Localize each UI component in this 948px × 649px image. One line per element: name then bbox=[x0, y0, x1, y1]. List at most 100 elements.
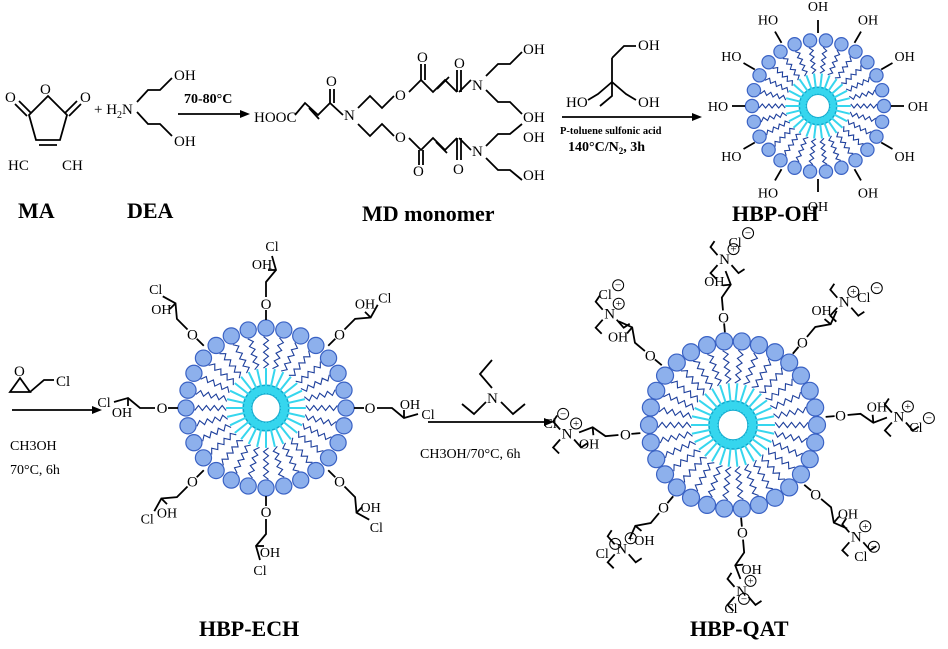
dendrimer-spoke bbox=[691, 415, 719, 423]
dendrimer-chain bbox=[282, 442, 300, 472]
hbp-ech-ether-o: O bbox=[334, 475, 345, 491]
hbp-qat-ethyl bbox=[829, 283, 838, 299]
dendrimer-sphere bbox=[697, 495, 717, 514]
dendrimer-sphere bbox=[239, 477, 257, 495]
dendrimer-chain bbox=[693, 360, 713, 391]
hbp-oh-terminal-oh: HO bbox=[721, 150, 741, 165]
dendrimer-spoke bbox=[826, 83, 844, 99]
dendrimer-sphere bbox=[765, 343, 785, 362]
dendrimer-sphere bbox=[319, 449, 338, 467]
hbp-qat-oh-bond bbox=[634, 525, 643, 532]
dendrimer-chain bbox=[208, 363, 234, 386]
dendrimer-spoke bbox=[785, 97, 807, 105]
dendrimer-spoke bbox=[698, 433, 722, 451]
hbp-ech-cl: Cl bbox=[149, 283, 162, 298]
dendrimer-sphere bbox=[715, 499, 734, 518]
hbp-oh-terminal-oh: OH bbox=[894, 150, 914, 165]
dendrimer-spoke bbox=[234, 382, 256, 400]
dendrimer-chain bbox=[849, 111, 877, 123]
hbp-qat-plus-badge bbox=[847, 285, 860, 298]
dendrimer-sphere bbox=[275, 477, 293, 495]
dendrimer-chain bbox=[232, 344, 250, 374]
dendrimer-chain bbox=[722, 466, 732, 501]
hbp-qat-oh-bond bbox=[871, 414, 875, 423]
condition-step4: CH3OH/70°C, 6h bbox=[420, 447, 521, 462]
dea-amine-label: + H2N bbox=[94, 102, 133, 121]
dendrimer-sphere bbox=[319, 349, 338, 367]
hbp-qat-oh-bond bbox=[722, 283, 731, 287]
dendrimer-spoke bbox=[733, 439, 739, 467]
hbp-qat-ethyl bbox=[628, 553, 643, 564]
hbp-qat-dendrimer: OOHN+Cl−OOHN+Cl−OOHN+Cl−OOHN+Cl−OOHN+Cl−… bbox=[544, 227, 935, 617]
dendrimer-sphere bbox=[807, 415, 827, 435]
dendrimer-sphere bbox=[697, 336, 717, 355]
dendrimer-sphere bbox=[715, 332, 734, 351]
hbp-qat-cl: Cl bbox=[857, 291, 870, 306]
dendrimer-chain bbox=[262, 447, 270, 480]
dendrimer-spoke bbox=[742, 393, 762, 415]
hbp-qat-cl: Cl bbox=[596, 547, 609, 562]
hbp-qat-n: N bbox=[562, 426, 573, 442]
dendrimer-sphere bbox=[787, 160, 802, 175]
hbp-oh-terminal-oh: OH bbox=[894, 50, 914, 65]
hbp-qat-ethyl bbox=[841, 517, 850, 533]
hbp-qat-plus-badge bbox=[727, 243, 740, 256]
hbp-qat-n: N bbox=[839, 295, 850, 311]
hbp-qat-ethyl bbox=[841, 541, 850, 557]
hbp-qat-bond bbox=[666, 495, 674, 504]
dendrimer-chain bbox=[300, 374, 330, 392]
dendrimer-chain bbox=[195, 389, 228, 402]
dendrimer-chain bbox=[290, 437, 313, 463]
dendrimer-chain bbox=[722, 350, 732, 384]
hbp-qat-ethyl bbox=[905, 421, 920, 432]
dendrimer-spoke bbox=[739, 388, 755, 413]
dendrimer-spoke bbox=[278, 413, 303, 427]
dendrimer-spoke bbox=[229, 413, 254, 427]
hbp-qat-oh: OH bbox=[608, 330, 628, 345]
md-oh-3: OH bbox=[523, 130, 545, 146]
dendrimer-chain bbox=[836, 131, 854, 154]
dendrimer-chain bbox=[262, 336, 270, 369]
dendrimer-chain bbox=[759, 89, 787, 101]
dendrimer-sphere bbox=[860, 142, 875, 157]
dendrimer-chain bbox=[295, 361, 321, 384]
dendrimer-sphere bbox=[337, 399, 355, 417]
hbp-oh-bond bbox=[743, 141, 756, 150]
hbp-oh-terminal-oh: HO bbox=[708, 100, 728, 115]
dendrimer-chain bbox=[302, 422, 332, 441]
compound-label-hbp-qat: HBP-QAT bbox=[690, 616, 789, 641]
dendrimer-sphere bbox=[257, 319, 275, 337]
hbp-qat-oh-bond bbox=[591, 427, 595, 436]
dendrimer-spoke bbox=[271, 371, 285, 396]
dendrimer-spoke bbox=[247, 371, 261, 396]
hbp-ech-oh: OH bbox=[355, 297, 375, 312]
dendrimer-sphere bbox=[746, 114, 762, 130]
dendrimer-spoke bbox=[821, 75, 831, 96]
dendrimer-spoke bbox=[747, 415, 775, 423]
dendrimer-spoke bbox=[823, 115, 838, 134]
compound-label-ma: MA bbox=[18, 198, 55, 223]
dendrimer-sphere bbox=[207, 461, 225, 480]
dendrimer-chain bbox=[753, 459, 773, 490]
dendrimer-core-inner bbox=[717, 409, 749, 441]
hbp-ech-cl: Cl bbox=[141, 512, 154, 527]
hbp-qat-oh: OH bbox=[838, 508, 858, 523]
hbp-ech-chain bbox=[153, 485, 189, 512]
hbp-qat-minus-badge bbox=[612, 279, 625, 292]
hbp-oh-terminal-oh: OH bbox=[858, 13, 878, 28]
hbp-qat-ethyl bbox=[850, 307, 865, 317]
hbp-qat-plus-badge bbox=[612, 297, 625, 310]
dendrimer-chain bbox=[774, 127, 795, 147]
hbp-qat-ethyl bbox=[709, 264, 719, 280]
hbp-oh-terminal-oh: OH bbox=[858, 187, 878, 202]
dendrimer-spoke bbox=[818, 73, 823, 95]
hbp-qat-ethyl bbox=[726, 596, 736, 612]
hbp-qat-plus-badge bbox=[624, 532, 637, 545]
dendrimer-chain bbox=[759, 367, 784, 394]
md-hooc-label: HOOC bbox=[254, 110, 297, 126]
hbp-qat-ethyl bbox=[573, 438, 588, 449]
hbp-qat-plus: + bbox=[573, 418, 579, 430]
dendrimer-spoke bbox=[727, 383, 733, 411]
hbp-ech-oh: OH bbox=[112, 406, 132, 421]
dendrimer-chain bbox=[795, 136, 809, 163]
